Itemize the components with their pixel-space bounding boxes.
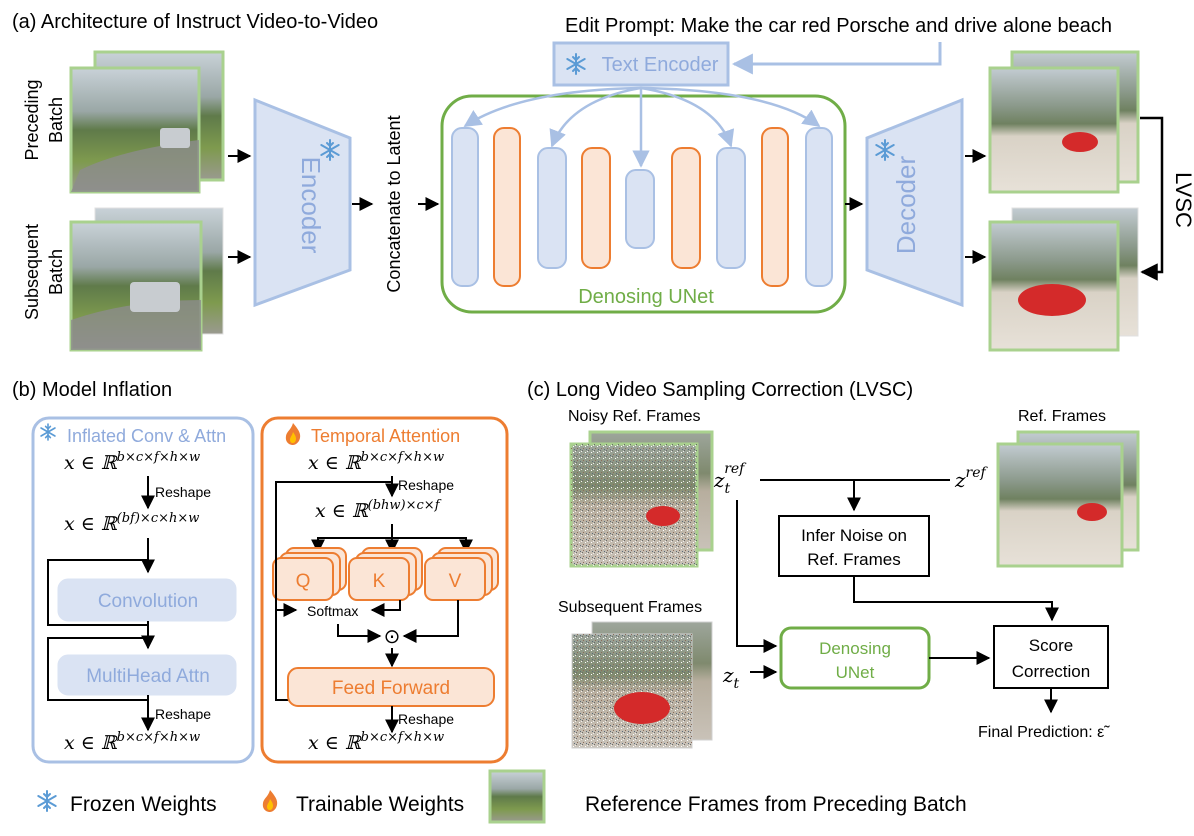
infer-label-1: Infer Noise on <box>801 526 907 545</box>
left-eq2: x ∈ ℝ(bf)×c×h×w <box>64 511 199 535</box>
left-eq1: x ∈ ℝb×c×f×h×w <box>64 450 200 474</box>
subsequent-batch-frames <box>69 207 224 352</box>
output-preceding-frames <box>988 50 1140 194</box>
ref-frames <box>996 430 1140 568</box>
edit-prompt: Edit Prompt: Make the car red Porsche an… <box>565 15 1112 37</box>
right-eq1: x ∈ ℝb×c×f×h×w <box>308 450 444 474</box>
text-encoder-label: Text Encoder <box>602 54 719 76</box>
output-subsequent-frames <box>988 207 1139 352</box>
subsequent-label-1: Subsequent <box>22 224 42 320</box>
legend-trainable: Trainable Weights <box>296 793 464 816</box>
q-block <box>272 547 347 601</box>
reshape-label: Reshape <box>155 484 211 500</box>
encoder-label: Encoder <box>296 157 326 254</box>
noisy-ref-frames <box>569 430 714 568</box>
left-eq3: x ∈ ℝb×c×f×h×w <box>64 730 200 754</box>
score-label-1: Score <box>1029 636 1073 655</box>
k-block <box>348 547 423 601</box>
snowflake-icon <box>37 790 57 812</box>
convolution-label: Convolution <box>98 591 198 612</box>
reshape-label: Reshape <box>155 706 211 722</box>
subsequent-noisy-frames <box>571 621 713 749</box>
subsequent-label-2: Batch <box>46 249 66 295</box>
unet-label: Denosing UNet <box>578 286 714 308</box>
text-encoder-block <box>552 41 730 87</box>
z-ref: zref <box>954 465 989 492</box>
multihead-label: MultiHead Attn <box>86 666 210 687</box>
noisy-ref-label: Noisy Ref. Frames <box>568 408 700 425</box>
legend-frozen: Frozen Weights <box>70 793 217 816</box>
denoise-label-1: Denosing <box>819 639 891 658</box>
denoise-label-2: UNet <box>836 663 875 682</box>
panel-a-title: (a) Architecture of Instruct Video-to-Vi… <box>12 11 378 33</box>
temporal-title: Temporal Attention <box>311 426 460 446</box>
odot-symbol: ⊙ <box>384 626 401 648</box>
infer-label-2: Ref. Frames <box>807 550 901 569</box>
z-t-ref: ztref <box>713 461 747 497</box>
ref-frames-label: Ref. Frames <box>1018 408 1106 425</box>
v-label: V <box>449 571 462 592</box>
lvsc-label: LVSC <box>1171 172 1194 228</box>
text-cond-arrows <box>463 86 821 168</box>
right-eq3: x ∈ ℝb×c×f×h×w <box>308 730 444 754</box>
preceding-label-2: Batch <box>46 97 66 143</box>
decoder-label: Decoder <box>891 156 921 255</box>
right-eq2: x ∈ ℝ(bhw)×c×f <box>315 498 442 522</box>
softmax-label: Softmax <box>307 603 358 619</box>
concat-label: Concatenate to Latent <box>384 115 404 292</box>
score-correction-block <box>993 625 1109 689</box>
v-block <box>424 547 499 601</box>
reshape-label: Reshape <box>398 711 454 727</box>
z-t: zt <box>722 663 740 692</box>
prompt-arrow <box>731 42 942 75</box>
fire-icon <box>262 790 278 812</box>
subsequent-frames-label: Subsequent Frames <box>558 599 702 616</box>
decoder-block <box>865 97 964 308</box>
k-label: K <box>373 571 386 592</box>
panel-b-title: (b) Model Inflation <box>12 379 172 401</box>
q-label: Q <box>296 571 311 592</box>
inflated-title: Inflated Conv & Attn <box>67 426 226 446</box>
panel-c-title: (c) Long Video Sampling Correction (LVSC… <box>527 379 913 401</box>
score-label-2: Correction <box>1012 662 1090 681</box>
unet-layers <box>451 127 833 287</box>
final-prediction-label: Final Prediction: ε̃ <box>978 724 1110 741</box>
preceding-batch-frames <box>69 50 225 194</box>
legend-reference-thumbnail <box>488 769 546 824</box>
preceding-label-1: Preceding <box>22 79 42 160</box>
lvsc-arrow <box>1140 116 1164 281</box>
legend-reference: Reference Frames from Preceding Batch <box>585 793 967 816</box>
feed-forward-label: Feed Forward <box>332 678 450 699</box>
reshape-label: Reshape <box>398 477 454 493</box>
